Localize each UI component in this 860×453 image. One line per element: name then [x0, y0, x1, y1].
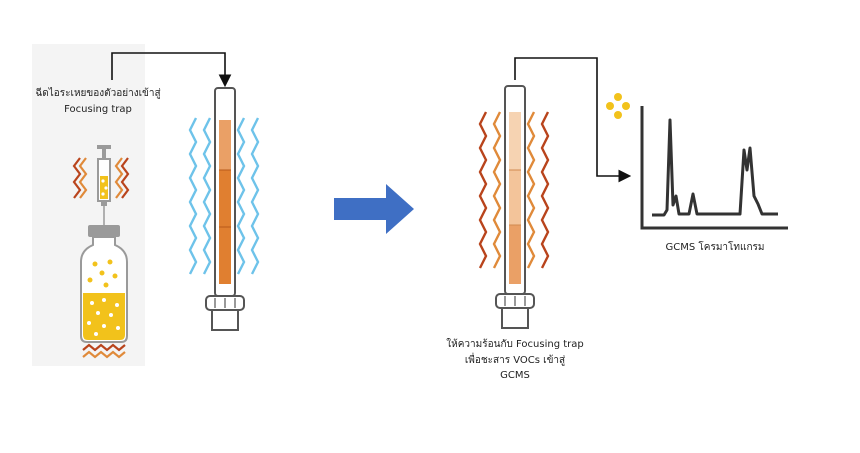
heated-focusing-trap-icon: [495, 85, 535, 329]
cooling-wave-icon: [188, 117, 260, 275]
hot-plate-icon: [82, 343, 126, 359]
chromatogram-label: GCMS โครมาโทแกรม: [665, 242, 765, 253]
inject-label-line1: ฉีดไอระเหยของตัวอย่างเข้าสู่: [35, 88, 161, 99]
heat-label-line3: GCMS: [500, 370, 530, 381]
heat-label-line2: เพื่อชะสาร VOCs เข้าสู่: [464, 354, 566, 366]
heat-label: ให้ความร้อนกับ Focusing trap เพื่อชะสาร …: [420, 337, 610, 384]
inject-label-line2: Focusing trap: [64, 103, 132, 115]
voc-dots-icon: [606, 93, 630, 119]
chromatogram-icon: [640, 106, 788, 230]
inject-label: ฉีดไอระเหยของตัวอย่างเข้าสู่ Focusing tr…: [10, 86, 186, 117]
heat-label-line1: ให้ความร้อนกับ Focusing trap: [446, 339, 584, 350]
process-arrow-icon: [334, 184, 414, 234]
syringe-icon: [97, 145, 111, 228]
syringe-heating-wave-icon: [72, 157, 130, 199]
focusing-trap-icon: [205, 87, 245, 331]
heating-wave-icon: [478, 111, 550, 269]
vial-icon: [80, 225, 128, 343]
gcms-transfer-arrow: [514, 57, 632, 183]
transfer-arrow: [111, 52, 232, 88]
